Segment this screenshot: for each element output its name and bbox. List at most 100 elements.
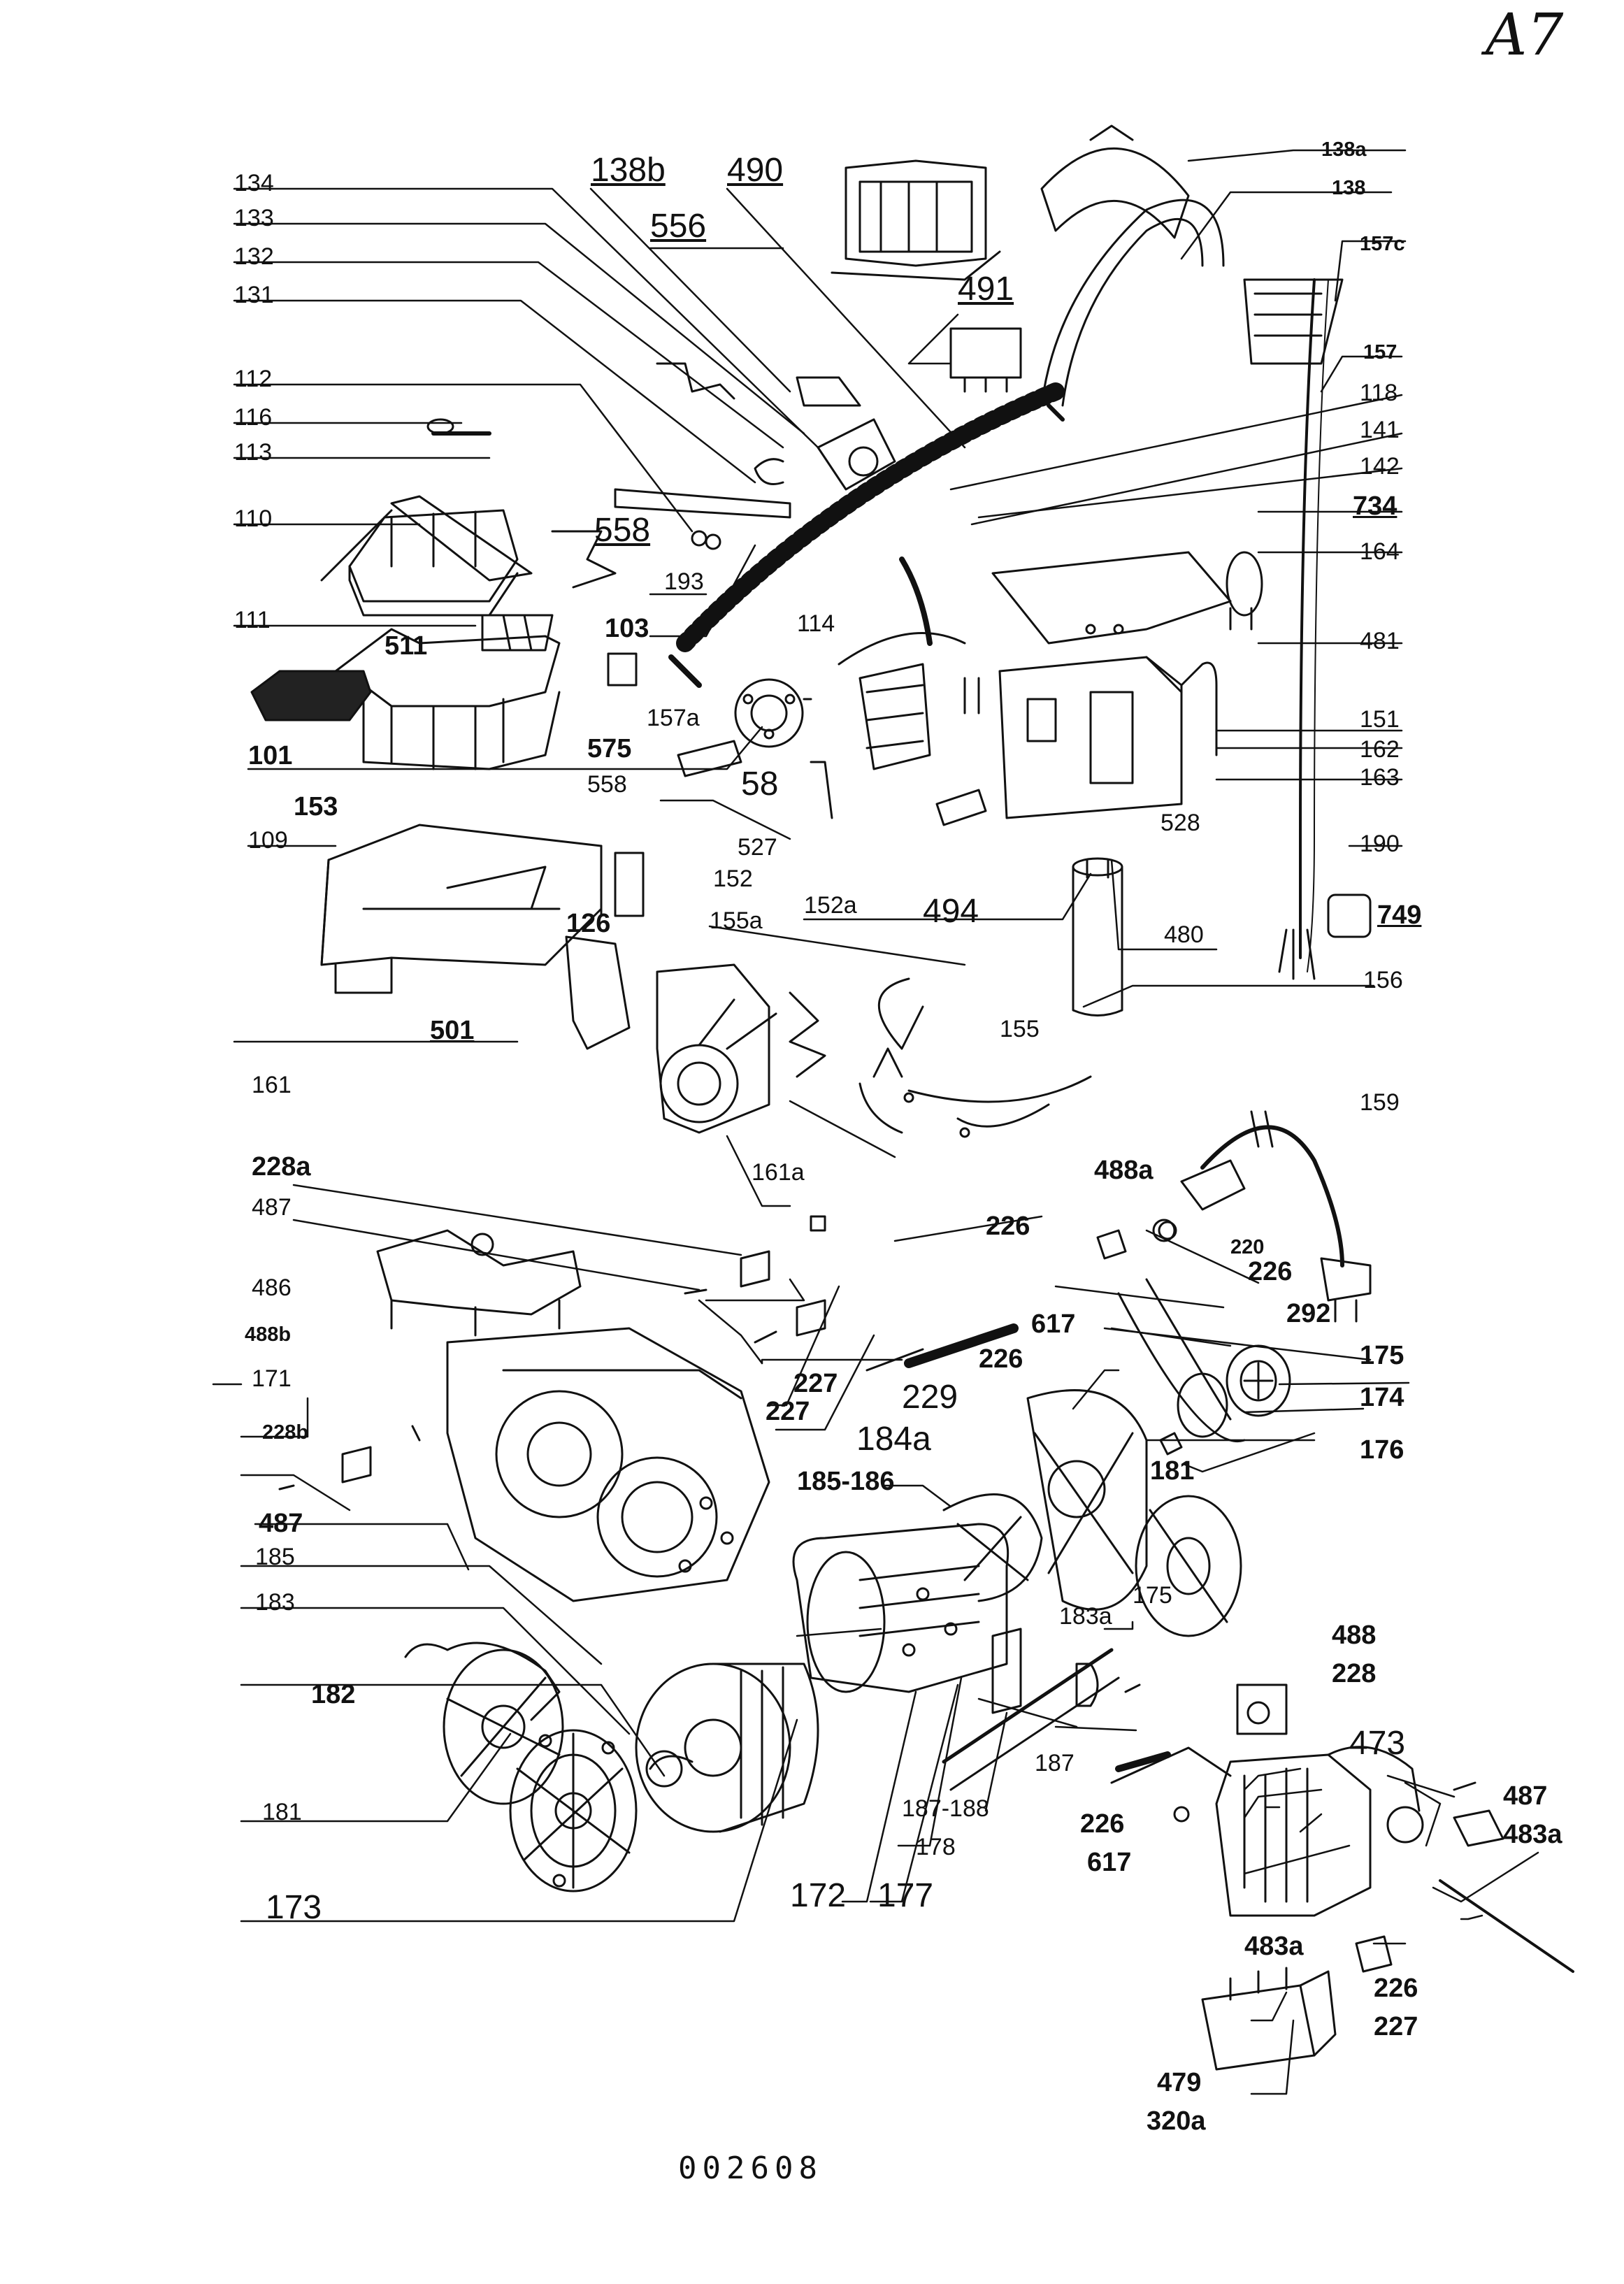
part-label: 175 bbox=[1133, 1582, 1172, 1609]
part-label: 152 bbox=[713, 866, 753, 892]
part-label: 749 bbox=[1377, 900, 1422, 930]
part-label: 153 bbox=[294, 792, 338, 821]
part-label: 132 bbox=[234, 243, 274, 270]
part-label: 110 bbox=[234, 505, 273, 532]
part-label: 114 bbox=[797, 610, 835, 637]
part-label: 193 bbox=[664, 568, 704, 595]
part-label: 138a bbox=[1321, 138, 1367, 161]
part-label: 178 bbox=[916, 1834, 956, 1860]
part-label: 226 bbox=[986, 1212, 1030, 1241]
part-label: 183 bbox=[255, 1589, 295, 1616]
part-label: 152a bbox=[804, 892, 857, 919]
part-label: 182 bbox=[311, 1680, 356, 1709]
part-label: 155a bbox=[710, 907, 763, 934]
part-label: 142 bbox=[1360, 453, 1400, 480]
part-label: 131 bbox=[234, 282, 274, 308]
part-label: 486 bbox=[252, 1274, 292, 1301]
part-label: 490 bbox=[727, 152, 784, 189]
part-label: 487 bbox=[1503, 1781, 1548, 1811]
part-label: 141 bbox=[1360, 417, 1400, 443]
part-label: 229 bbox=[902, 1379, 958, 1416]
motor-473 bbox=[1110, 1683, 1574, 2071]
part-label: 483a bbox=[1244, 1932, 1304, 1961]
power-cord bbox=[1158, 1110, 1372, 1323]
part-label: 156 bbox=[1363, 967, 1403, 993]
part-label: 501 bbox=[430, 1016, 475, 1045]
part-label: 138b bbox=[591, 152, 666, 189]
part-label: 228a bbox=[252, 1152, 311, 1181]
part-label: 138 bbox=[1332, 177, 1366, 199]
part-label: 481 bbox=[1360, 628, 1400, 654]
part-label: 161a bbox=[752, 1159, 805, 1186]
part-label: 734 bbox=[1353, 491, 1397, 521]
transformer-relay bbox=[831, 159, 1022, 393]
part-label: 185 bbox=[255, 1544, 295, 1570]
part-label: 226 bbox=[1374, 1974, 1418, 2003]
part-label: 101 bbox=[248, 741, 293, 770]
part-label: 151 bbox=[1360, 706, 1400, 733]
part-label: 494 bbox=[923, 893, 979, 930]
programmer-switches bbox=[677, 551, 1263, 826]
part-label: 228b bbox=[262, 1421, 309, 1444]
part-label: 157 bbox=[1363, 341, 1397, 364]
part-label: 181 bbox=[262, 1799, 302, 1825]
part-label: 226 bbox=[979, 1344, 1023, 1374]
part-label: 483a bbox=[1503, 1820, 1562, 1849]
part-label: 527 bbox=[738, 834, 777, 861]
part-label: 164 bbox=[1360, 538, 1400, 565]
part-label: 488a bbox=[1094, 1156, 1154, 1185]
part-label: 479 bbox=[1157, 2068, 1202, 2097]
part-label: 157c bbox=[1360, 233, 1405, 255]
part-label: 226 bbox=[1248, 1257, 1293, 1286]
capacitor-harness bbox=[858, 857, 1123, 1138]
part-label: 109 bbox=[248, 827, 288, 854]
part-label: 617 bbox=[1087, 1848, 1132, 1877]
part-label: 177 bbox=[877, 1877, 934, 1914]
part-label: 111 bbox=[234, 607, 271, 633]
part-label: 228 bbox=[1332, 1659, 1377, 1688]
part-label: 133 bbox=[234, 205, 274, 231]
part-label: 227 bbox=[766, 1397, 810, 1426]
part-label: 58 bbox=[741, 766, 779, 803]
part-label: 174 bbox=[1360, 1383, 1404, 1412]
part-label: 320a bbox=[1147, 2106, 1206, 2136]
part-label: 487 bbox=[259, 1509, 303, 1538]
part-label: 226 bbox=[1080, 1809, 1125, 1839]
sheet-id: A7 bbox=[1486, 2, 1564, 69]
pulley-belt bbox=[1117, 1278, 1291, 1637]
part-label: 113 bbox=[234, 439, 273, 466]
part-label: 473 bbox=[1349, 1725, 1406, 1762]
part-label: 190 bbox=[1360, 831, 1400, 857]
part-label: 488b bbox=[245, 1323, 292, 1346]
part-label: 491 bbox=[958, 271, 1014, 308]
part-label: 227 bbox=[1374, 2012, 1418, 2041]
part-label: 511 bbox=[385, 631, 428, 661]
part-label: 172 bbox=[790, 1877, 847, 1914]
part-label: 556 bbox=[650, 208, 707, 245]
part-label: 134 bbox=[234, 170, 274, 196]
part-label: 162 bbox=[1360, 736, 1400, 763]
motor-housing bbox=[376, 1229, 1148, 1714]
part-label: 118 bbox=[1360, 380, 1398, 406]
part-label: 181 bbox=[1150, 1456, 1195, 1486]
part-label: 187 bbox=[1035, 1750, 1075, 1776]
part-label: 480 bbox=[1164, 921, 1204, 948]
part-label: 558 bbox=[594, 512, 651, 549]
part-label: 487 bbox=[252, 1194, 292, 1221]
part-label: 176 bbox=[1360, 1435, 1404, 1465]
part-label: 528 bbox=[1160, 810, 1200, 836]
part-label: 183a bbox=[1059, 1603, 1112, 1630]
document-number: 002608 bbox=[678, 2150, 823, 2186]
drain-pump bbox=[565, 852, 826, 1134]
part-label: 157a bbox=[647, 705, 700, 731]
part-label: 184a bbox=[856, 1421, 931, 1458]
part-label: 227 bbox=[793, 1369, 838, 1398]
part-label: 617 bbox=[1031, 1309, 1076, 1339]
part-label: 575 bbox=[587, 734, 632, 763]
part-label: 103 bbox=[605, 614, 649, 643]
part-label: 173 bbox=[266, 1889, 322, 1926]
part-label: 175 bbox=[1360, 1341, 1404, 1370]
end-shields bbox=[404, 1642, 638, 1892]
